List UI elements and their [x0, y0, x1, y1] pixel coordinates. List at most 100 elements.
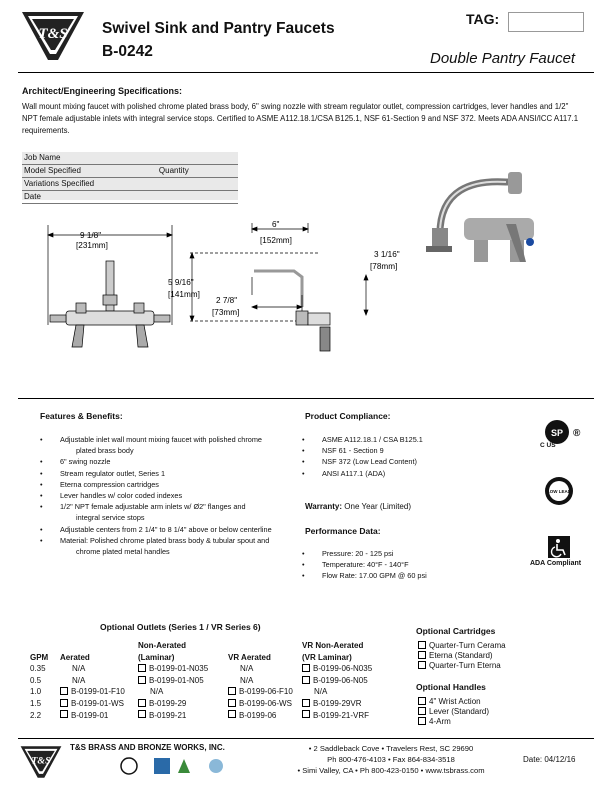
checkbox[interactable] — [302, 675, 310, 684]
performance-item: Flow Rate: 17.00 GPM @ 60 psi — [300, 570, 500, 581]
performance-heading: Performance Data: — [305, 526, 381, 536]
features-divider — [18, 398, 594, 399]
cartridge-option[interactable]: Quarter-Turn Cerama — [418, 640, 506, 651]
features-heading: Features & Benefits: — [40, 411, 123, 421]
specs-text: Wall mount mixing faucet with polished c… — [22, 102, 579, 135]
ada-label: ADA Compliant — [530, 560, 582, 567]
checkbox[interactable] — [60, 687, 68, 696]
feature-item: Adjustable inlet wall mount mixing fauce… — [38, 434, 308, 445]
checkbox[interactable] — [302, 710, 310, 719]
variations-specified-field[interactable]: Variations Specified — [22, 178, 238, 191]
outlet-mm-dimension: [73mm] — [212, 308, 239, 317]
handle-option[interactable]: Lever (Standard) — [418, 707, 489, 717]
feature-item: Adjustable centers from 2 1/4" to 8 1/4"… — [38, 524, 308, 535]
checkbox[interactable] — [418, 640, 426, 649]
gear-seal-icon — [120, 757, 138, 775]
model-number: B-0242 — [102, 43, 153, 60]
feature-item: plated brass body — [76, 446, 134, 456]
checkbox[interactable] — [418, 651, 426, 660]
compliance-item: NSF 372 (Low Lead Content) — [300, 456, 500, 467]
checkbox[interactable] — [302, 698, 310, 707]
spout-mm-dimension: [152mm] — [260, 236, 292, 245]
height-dimension: 5 9/16" — [168, 278, 194, 287]
checkbox[interactable] — [418, 696, 426, 705]
part-number-cell: B-0199-06-N05 — [313, 675, 368, 685]
handle-option[interactable]: 4" Wrist Action — [418, 696, 489, 707]
faucet-photo — [426, 172, 534, 262]
tree-icon — [178, 759, 190, 773]
part-number-cell: B-0199-01-WS — [71, 698, 124, 708]
feature-item: integral service stops — [76, 513, 145, 523]
part-number-cell: N/A — [240, 675, 254, 685]
width-mm-dimension: [231mm] — [76, 241, 108, 250]
checkbox[interactable] — [60, 698, 68, 707]
checkbox[interactable] — [418, 661, 426, 670]
checkbox[interactable] — [60, 710, 68, 719]
height-mm-dimension: [141mm] — [168, 290, 200, 299]
outlet-dimension: 2 7/8" — [216, 296, 237, 305]
csa-cert-icon: SP ® — [545, 420, 581, 444]
specs-heading: Architect/Engineering Specifications: — [22, 86, 183, 96]
tag-input[interactable] — [508, 12, 584, 32]
handle-option[interactable]: 4-Arm — [418, 717, 489, 727]
part-number-cell: B-0199-01 — [71, 710, 109, 720]
csa-cert-label: C US — [540, 442, 556, 449]
header-divider — [18, 72, 594, 73]
checkbox[interactable] — [418, 707, 426, 716]
footer-cert-logos — [120, 757, 223, 775]
feature-item: 1/2" NPT female adjustable arm inlets w/… — [38, 501, 308, 512]
date-field[interactable]: Date — [22, 191, 238, 204]
warranty: Warranty: One Year (Limited) — [305, 502, 411, 511]
watersense-icon — [209, 759, 223, 773]
part-number-cell: N/A — [150, 687, 164, 697]
part-number-cell: B-0199-06-N035 — [313, 664, 373, 674]
part-number-cell: B-0199-21-VRF — [313, 710, 370, 720]
checkbox[interactable] — [302, 664, 310, 673]
svg-text:T&S: T&S — [38, 26, 67, 42]
checkbox[interactable] — [228, 698, 236, 707]
depth-mm-dimension: [78mm] — [370, 262, 397, 271]
feature-item: Lever handles w/ color coded indexes — [38, 490, 308, 501]
gpm-cell: 2.2 — [30, 710, 42, 720]
part-number-cell: B-0199-06 — [239, 710, 277, 720]
cartridges-heading: Optional Cartridges — [416, 626, 496, 636]
checkbox[interactable] — [228, 710, 236, 719]
checkbox[interactable] — [228, 687, 236, 696]
part-number-cell: N/A — [314, 687, 328, 697]
footer-divider — [18, 738, 594, 739]
product-subtitle: Double Pantry Faucet — [430, 50, 576, 67]
job-name-field[interactable]: Job Name — [22, 152, 238, 165]
part-number-cell: B-0199-29 — [149, 698, 187, 708]
company-name: T&S BRASS AND BRONZE WORKS, INC. — [70, 743, 225, 752]
part-number-cell: B-0199-06-F10 — [239, 687, 293, 697]
cartridge-option[interactable]: Quarter-Turn Eterna — [418, 661, 506, 671]
part-number-cell: B-0199-06-WS — [239, 698, 292, 708]
part-number-cell: B-0199-29VR — [313, 698, 362, 708]
cartridge-option[interactable]: Eterna (Standard) — [418, 651, 506, 661]
part-number-cell: B-0199-01-N05 — [149, 675, 204, 685]
compliance-item: ANSI A117.1 (ADA) — [300, 468, 500, 479]
checkbox[interactable] — [138, 675, 146, 684]
green-building-icon — [154, 758, 170, 774]
checkbox[interactable] — [138, 698, 146, 707]
width-dimension: 9 1/8" — [80, 231, 101, 240]
ts-logo: T&S — [22, 12, 84, 60]
checkbox[interactable] — [418, 717, 426, 726]
features-list: Adjustable inlet wall mount mixing fauce… — [38, 434, 308, 557]
gpm-cell: 0.35 — [30, 664, 46, 674]
performance-item: Pressure: 20 - 125 psi — [300, 548, 500, 559]
checkbox[interactable] — [138, 710, 146, 719]
part-number-cell: B-0199-01-F10 — [71, 687, 125, 697]
feature-item: Stream regulator outlet, Series 1 — [38, 468, 308, 479]
performance-list: Pressure: 20 - 125 psiTemperature: 40°F … — [300, 548, 500, 582]
dimension-drawing: 9 1/8" [231mm] 6" [152mm] 5 9/16" [141mm… — [47, 220, 400, 352]
checkbox[interactable] — [138, 664, 146, 673]
optional-outlets-table: Non-Aerated VR Non-Aerated GPM Aerated (… — [28, 640, 394, 721]
